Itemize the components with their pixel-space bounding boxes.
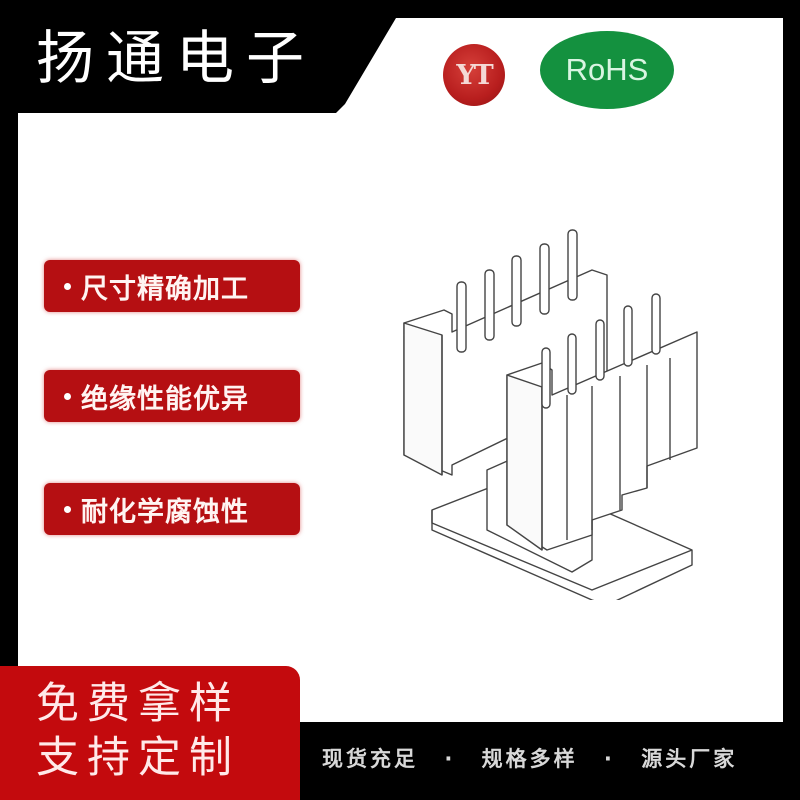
promo-block: 免费拿样 支持定制 [0,666,300,800]
bullet-icon [64,282,71,290]
bullet-icon [64,505,71,513]
footer-item-stock: 现货充足 [322,747,418,771]
footer-slogans: 现货充足 · 规格多样 · 源头厂家 [322,743,737,773]
feature-label: 尺寸精确加工 [81,273,249,305]
footer-item-specs: 规格多样 [481,747,578,771]
bullet-icon [64,392,71,400]
rohs-badge: RoHS [540,31,674,109]
header-block: 扬通电子 [0,0,400,113]
promo-customization: 支持定制 [36,733,240,783]
footer-separator: · [603,747,615,771]
footer-item-factory: 源头厂家 [641,747,738,771]
feature-tag-insulation: 绝缘性能优异 [44,370,300,422]
feature-label: 耐化学腐蚀性 [81,496,249,528]
promo-free-sample: 免费拿样 [36,679,240,729]
bobbin-product-illustration [403,229,698,600]
footer-separator: · [444,747,456,771]
feature-tag-precision: 尺寸精确加工 [44,260,300,312]
brand-title: 扬通电子 [36,24,317,92]
footer-bar: 现货充足 · 规格多样 · 源头厂家 [300,722,800,800]
yt-logo-icon: YT [443,44,505,106]
feature-label: 绝缘性能优异 [81,383,249,415]
feature-tag-corrosion: 耐化学腐蚀性 [44,483,300,535]
